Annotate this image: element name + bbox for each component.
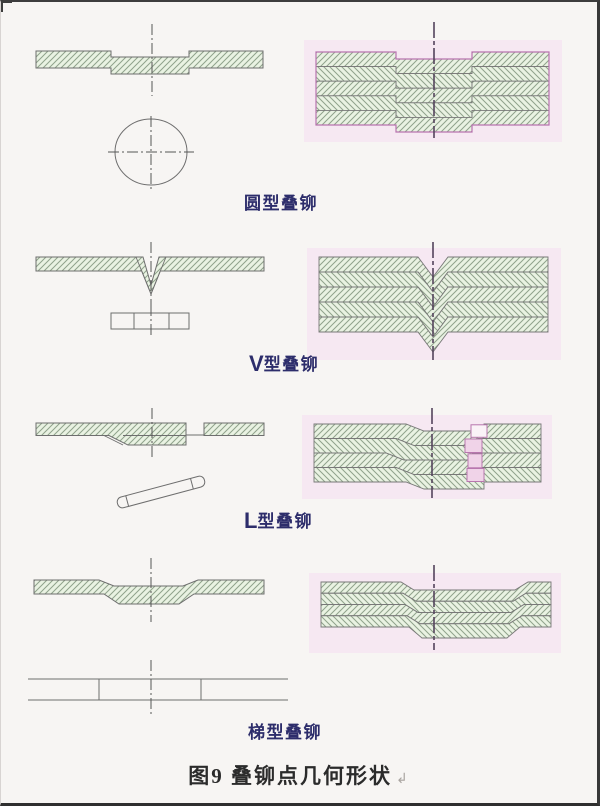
- round-clinch-stacked-section: [315, 22, 550, 138]
- type-label-trapezoid: 梯型叠铆: [248, 718, 322, 745]
- type-label-v-latin: V: [249, 351, 264, 376]
- v-clinch-stacked-section: [318, 242, 549, 360]
- l-clinch-top-view-slot: [116, 475, 206, 509]
- v-clinch-single-sheet-section: [35, 242, 265, 314]
- trapezoid-clinch-top-view: [28, 660, 288, 715]
- figure-caption-text: 图9 叠铆点几何形状: [188, 764, 392, 788]
- figure-caption: 图9 叠铆点几何形状↲: [1, 760, 597, 790]
- trapezoid-clinch-stacked-section: [320, 565, 552, 650]
- type-label-round-text: 圆型叠铆: [244, 194, 318, 213]
- round-clinch-single-sheet-section: [35, 24, 264, 96]
- type-label-l-text: 型叠铆: [257, 512, 313, 531]
- corner-tick: [1, 2, 12, 12]
- paragraph-return-mark: ↲: [396, 770, 410, 786]
- round-clinch-top-view-circle: [108, 116, 194, 189]
- l-clinch-highlight-cells: [464, 424, 488, 482]
- type-label-l-latin: L: [244, 508, 258, 533]
- type-label-round: 圆型叠铆: [244, 189, 318, 216]
- type-label-trapezoid-text: 梯型叠铆: [248, 723, 322, 742]
- trapezoid-clinch-single-sheet-section: [33, 558, 265, 622]
- l-clinch-stacked-section: [313, 408, 542, 498]
- type-label-v: V型叠铆: [249, 350, 319, 377]
- l-clinch-single-sheet-section: [35, 408, 265, 459]
- type-label-v-text: 型叠铆: [263, 355, 320, 374]
- v-clinch-top-view: [110, 305, 190, 338]
- type-label-l: L型叠铆: [244, 507, 313, 534]
